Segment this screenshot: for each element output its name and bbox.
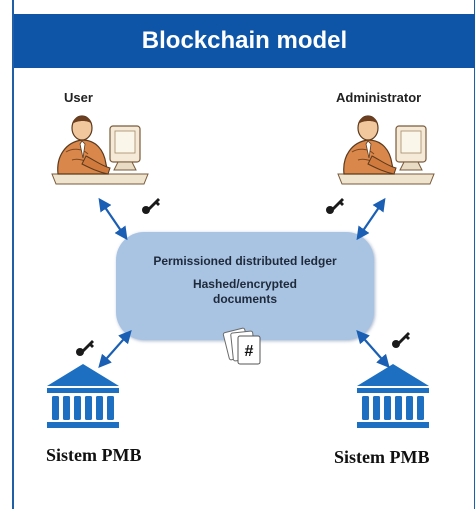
user-label: User bbox=[64, 90, 93, 105]
sistem-left-ledger-arrow bbox=[98, 330, 132, 368]
administrator-person-icon bbox=[337, 115, 435, 185]
user-ledger-arrow bbox=[98, 197, 128, 241]
sistem-right-key-icon bbox=[392, 332, 410, 348]
ledger-box bbox=[116, 232, 374, 340]
sistem-pmb-left-label: Sistem PMB bbox=[46, 445, 142, 465]
sistem-pmb-right-building-icon bbox=[357, 364, 429, 428]
hash-symbol: # bbox=[245, 343, 254, 360]
administrator-label: Administrator bbox=[336, 90, 422, 105]
administrator-ledger-arrow bbox=[356, 197, 386, 241]
sistem-left-key-icon bbox=[76, 340, 94, 356]
user-person-icon bbox=[51, 115, 149, 185]
ledger-title: Permissioned distributed ledger bbox=[153, 254, 337, 268]
sistem-pmb-left-building-icon bbox=[47, 364, 119, 428]
user-key-icon bbox=[142, 198, 160, 214]
sistem-right-ledger-arrow bbox=[356, 330, 390, 368]
hashed-document-icon: # bbox=[222, 327, 261, 365]
administrator-key-icon bbox=[326, 198, 344, 214]
slide-title: Blockchain model bbox=[14, 14, 475, 68]
sistem-pmb-right-label: Sistem PMB bbox=[334, 447, 430, 467]
ledger-line-documents: documents bbox=[212, 292, 277, 306]
ledger-line-hashed: Hashed/encrypted bbox=[192, 277, 298, 291]
